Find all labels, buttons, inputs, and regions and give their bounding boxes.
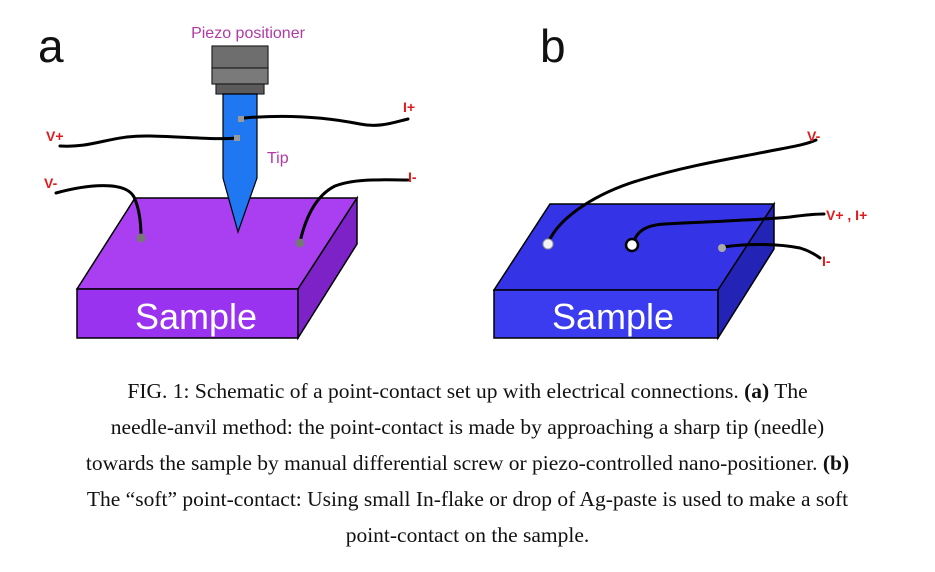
wire-i-plus-a xyxy=(242,114,410,127)
panel-a-letter: a xyxy=(38,20,64,72)
sample-label-a: Sample xyxy=(135,296,257,337)
lead-v-minus-a: V- xyxy=(44,175,58,191)
lead-v-plus-a: V+ xyxy=(46,128,64,144)
tip-label: Tip xyxy=(267,150,289,167)
tip-contact-v-plus xyxy=(234,135,240,141)
contact-dot-v-minus-b xyxy=(542,238,554,250)
wire-v-minus-b xyxy=(546,138,818,245)
lead-i-minus-a: I- xyxy=(408,169,417,185)
caption-tag-b: (b) xyxy=(822,451,850,475)
caption-line-4: The “soft” point-contact: Using small In… xyxy=(86,487,849,511)
wire-i-minus-a xyxy=(298,178,410,244)
contact-dot-i-minus-b xyxy=(718,244,726,252)
lead-v-minus-b: V- xyxy=(807,128,821,144)
caption-line-5: point-contact on the sample. xyxy=(345,523,590,547)
caption-line-1: FIG. 1: Schematic of a point-contact set… xyxy=(127,379,808,403)
panel-b-letter: b xyxy=(540,20,566,72)
wire-v-plus-a xyxy=(58,134,240,148)
contact-dot-v-minus-a xyxy=(136,233,146,243)
tip-needle xyxy=(222,93,258,234)
sample-block-a xyxy=(75,195,359,341)
tip-contact-i-plus xyxy=(238,116,244,122)
wire-v-minus-a xyxy=(54,184,143,239)
piezo-label: Piezo positioner xyxy=(191,25,306,42)
caption-line-2: needle-anvil method: the point-contact i… xyxy=(110,415,825,439)
piezo-positioner xyxy=(211,45,269,95)
lead-i-minus-b: I- xyxy=(822,253,831,269)
wire-v-plus-i-plus-b xyxy=(631,212,826,246)
point-contact-schematic: a Sample Piezo positioner Tip V+ V- I+ I… xyxy=(38,20,867,341)
wire-i-minus-b xyxy=(721,242,822,260)
sample-label-b: Sample xyxy=(552,296,674,337)
caption-tag-a: (a) xyxy=(744,379,770,403)
figure-label: FIG. 1: xyxy=(127,379,190,403)
figure-caption: FIG. 1: Schematic of a point-contact set… xyxy=(0,373,935,563)
caption-line-3: towards the sample by manual differentia… xyxy=(85,451,850,475)
lead-i-plus-a: I+ xyxy=(403,99,415,115)
contact-dot-i-minus-a xyxy=(295,238,305,248)
soft-point-contact xyxy=(624,237,640,253)
lead-v-plus-i-plus-b: V+ , I+ xyxy=(826,207,867,223)
